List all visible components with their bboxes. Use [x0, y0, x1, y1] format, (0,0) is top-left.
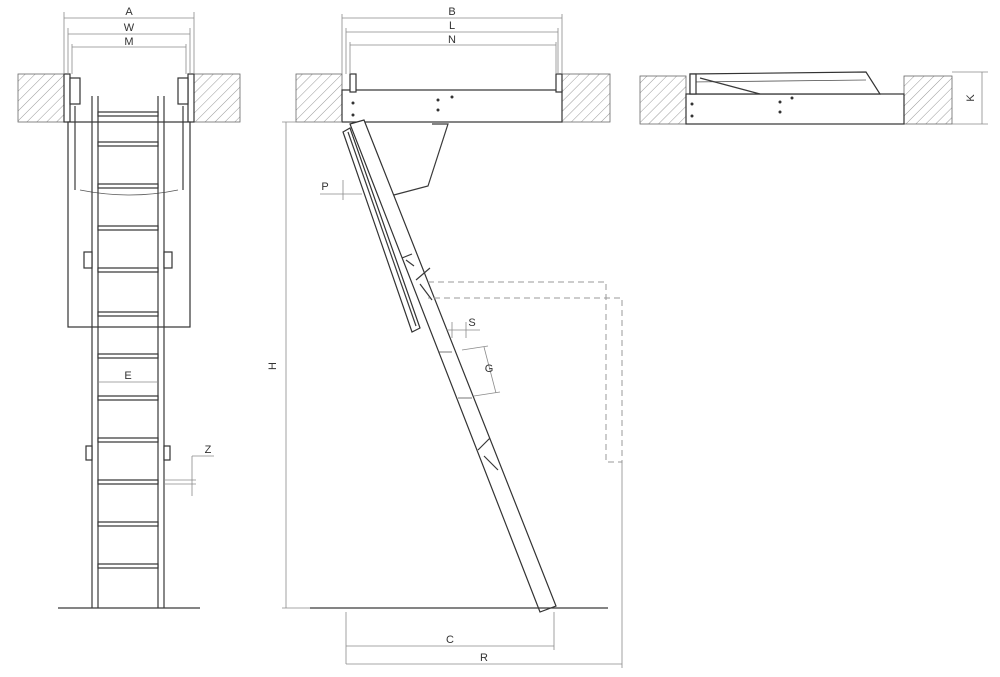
ceiling-left-side — [295, 73, 343, 123]
dim-label-r: R — [480, 652, 488, 664]
dim-label-z: Z — [205, 444, 212, 456]
dim-label-w: W — [124, 22, 135, 34]
ceiling-right-side — [561, 73, 611, 123]
hatch-panel — [67, 121, 191, 328]
ceiling-left — [17, 73, 65, 123]
dim-label-l: L — [449, 20, 455, 32]
ceiling-right — [193, 73, 241, 123]
dim-label-h: H — [267, 362, 279, 370]
ladder-rungs — [97, 111, 159, 569]
dim-label-a: A — [125, 6, 133, 18]
dim-label-e: E — [124, 370, 131, 382]
dim-label-g: G — [485, 363, 494, 375]
dim-label-p: P — [321, 181, 328, 193]
dim-label-k: K — [965, 94, 977, 102]
closed-view: K — [639, 71, 988, 125]
dim-label-s: S — [468, 317, 475, 329]
ceiling-right-closed — [903, 75, 953, 125]
dim-label-n: N — [448, 34, 456, 46]
front-view: A W M E Z — [17, 6, 241, 609]
side-view: B L N P S G H C R — [267, 6, 623, 668]
dim-label-m: M — [124, 36, 133, 48]
open-position-outline — [428, 281, 623, 463]
ceiling-left-closed — [639, 75, 687, 125]
dim-label-c: C — [446, 634, 454, 646]
dim-label-b: B — [448, 6, 455, 18]
